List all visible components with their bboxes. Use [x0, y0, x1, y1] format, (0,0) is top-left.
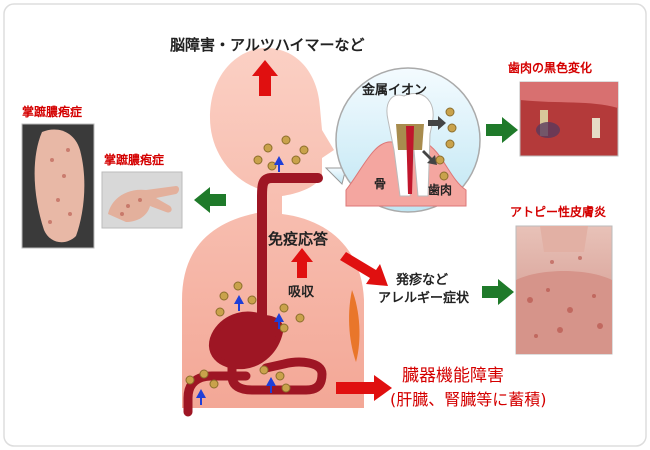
ions-bubble: [435, 107, 457, 181]
label-bone: 骨: [374, 177, 387, 191]
liver-shape: [349, 290, 360, 362]
label-rash-line1: 発疹など: [396, 273, 449, 288]
ions-head: [253, 135, 309, 171]
arrow-green-palm: [194, 187, 226, 213]
label-gum-discoloration: 歯肉の黒色変化: [508, 61, 593, 75]
arrow-diag-rash: [340, 252, 388, 286]
label-rash-line2: アレルギー症状: [378, 291, 470, 306]
ions-intestine: [185, 365, 291, 393]
arrow-green-gum: [486, 117, 518, 143]
label-atopic: アトピー性皮膚炎: [510, 205, 607, 219]
label-metal-ion: 金属イオン: [362, 83, 428, 98]
ions-stomach: [215, 281, 305, 333]
arrow-up-brain: [252, 60, 278, 96]
photo-gum: [519, 81, 619, 157]
ion-out-arrow: [428, 116, 446, 130]
label-immune: 免疫応答: [268, 230, 329, 248]
arrow-green-rash: [482, 279, 514, 305]
label-palmoplantar-palm: 掌蹠膿疱症: [104, 153, 165, 167]
photo-palm: [101, 171, 183, 229]
photo-rash: [515, 225, 613, 355]
frame: [3, 3, 647, 447]
ion-gum-arrow: [422, 150, 437, 165]
green-arrows: [194, 117, 518, 305]
arrow-right-organ: [336, 375, 392, 401]
label-gum: 歯肉: [428, 183, 453, 197]
label-brain: 脳障害・アルツハイマーなど: [170, 36, 365, 54]
metal-ion-bubble: [324, 67, 481, 213]
label-palmoplantar-foot: 掌蹠膿疱症: [22, 105, 83, 119]
blue-arrows: [196, 156, 284, 405]
label-absorption: 吸収: [288, 285, 315, 300]
tooth-root: [406, 126, 414, 194]
arrow-up-absorption: [291, 248, 313, 278]
label-organ-line2: (肝臓、腎臓等に蓄積): [390, 390, 547, 409]
label-organ-line1: 臓器機能障害: [402, 366, 504, 386]
photo-foot: [21, 123, 95, 249]
red-arrows: [252, 60, 392, 401]
